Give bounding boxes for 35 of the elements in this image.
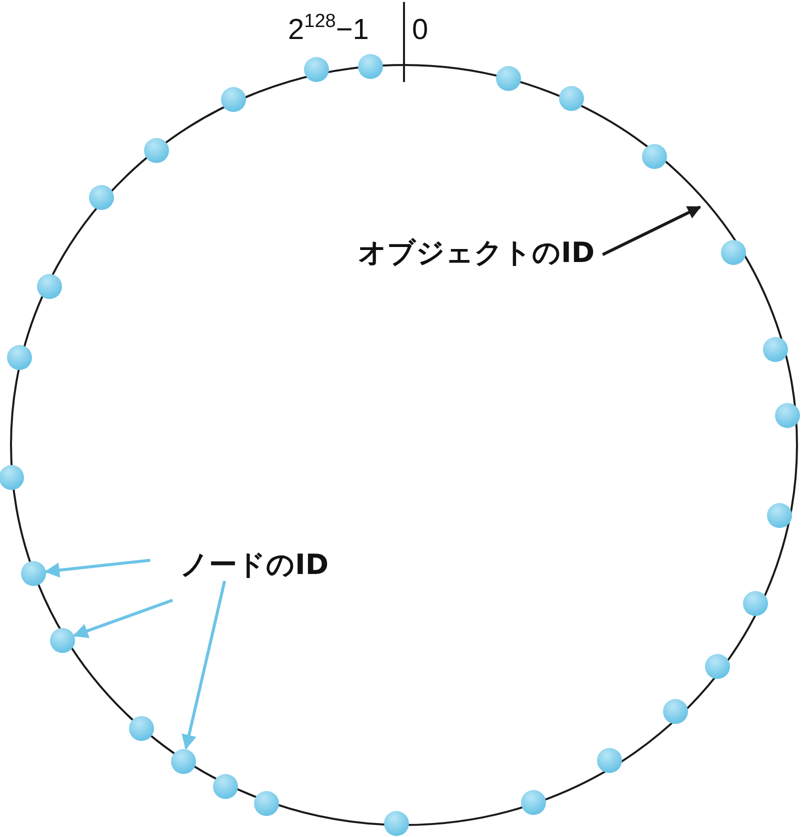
text-label: オブジェクトのID [358,237,595,269]
leader-line [44,558,150,578]
node-dot [720,240,746,264]
text-label: ノードのID [180,549,329,581]
arrow [602,206,702,256]
ring-value-label: 2$^{128}$−1 [288,14,369,46]
node-dot [170,748,196,774]
node-dot [762,336,788,362]
node-dot [36,274,62,298]
node-dot [254,790,278,816]
node-dot [662,698,688,724]
node-dot [128,716,154,740]
node-dot [358,54,382,78]
node-dot [704,654,730,678]
node-dot [642,144,666,168]
node-dot [304,56,328,82]
node-dot [520,790,546,814]
node-dot [88,184,114,210]
node-dot [766,502,792,528]
node-dot [50,628,74,652]
node-dot [220,86,246,112]
node-dot [6,344,32,370]
leader-line [72,598,174,638]
node-dot [144,138,168,162]
node-dot [496,66,520,90]
leader-line [182,580,226,750]
node-dot [0,464,24,490]
node-dot [212,774,238,798]
node-dot [742,590,768,616]
node-dot [20,560,46,586]
node-dot [384,810,408,836]
ring-value-label: 0 [412,14,428,46]
node-dot [774,402,800,428]
node-dot [596,748,622,772]
node-dot [558,86,584,110]
